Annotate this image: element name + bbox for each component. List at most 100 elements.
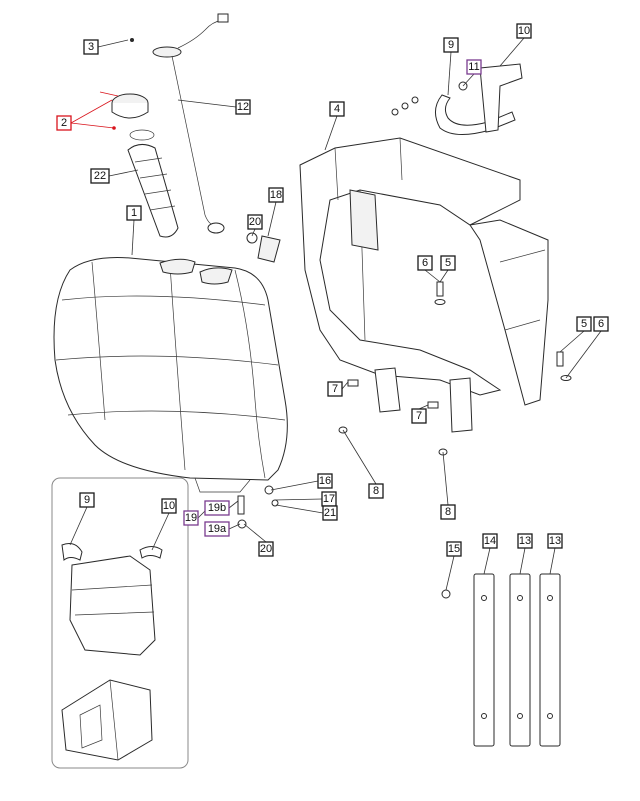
callout-number: 19b [208,502,226,514]
leader-line-11 [462,73,475,87]
callout-22: 22 [90,168,110,184]
leader-line-20 [251,228,256,237]
callout-number: 9 [448,39,454,51]
callout-number: 8 [373,485,379,497]
callout-number: 6 [422,257,428,269]
callout-number: 7 [332,383,338,395]
leader-line-21 [275,504,324,514]
callout-number: 3 [88,41,94,53]
callout-7: 7 [327,381,343,397]
callout-box [183,510,199,526]
leader-line-13 [519,547,526,575]
leader-line-13 [549,547,556,575]
callout-number: 18 [270,189,282,201]
leader-line-5 [439,269,449,283]
rubber-strips [473,573,561,747]
fuel-level-sender [152,13,229,234]
callout-box [443,37,459,53]
leader-line-15 [445,555,455,591]
callout-box [327,381,343,397]
callout-4: 4 [329,101,345,117]
callout-number: 22 [94,170,106,182]
callout-box [204,500,230,516]
leader-line-19b [228,500,239,509]
callout-8: 8 [440,504,456,520]
callout-box [83,39,99,55]
callout-box [56,115,72,131]
callout-number: 16 [319,475,331,487]
callout-19b: 19b [204,500,230,516]
callout-box [322,505,338,521]
leader-line-14 [483,547,491,575]
callout-box [235,99,251,115]
callout-box [258,541,274,557]
callout-box [466,59,482,75]
callout-8: 8 [368,483,384,499]
callout-number: 20 [260,543,272,555]
leader-line-20 [243,523,267,543]
callout-box [204,521,230,537]
leader-line-17 [274,498,323,501]
callout-box [79,492,95,508]
leader-line-22 [108,169,139,177]
callout-box [516,23,532,39]
callout-number: 9 [84,494,90,506]
leader-line-2-secondary [70,122,115,129]
callout-box [517,533,533,549]
callout-number: 20 [249,216,261,228]
leader-line-1 [131,219,135,256]
callout-17: 17 [321,491,337,507]
leader-line-9 [69,506,88,546]
callout-number: 12 [237,101,249,113]
callout-number: 5 [581,318,587,330]
callout-3: 3 [83,39,99,55]
callout-1: 1 [126,205,142,221]
callout-number: 4 [334,103,340,115]
callout-number: 17 [323,493,335,505]
leader-line-3 [97,39,129,48]
callout-box [593,316,609,332]
callout-9: 9 [79,492,95,508]
callout-number: 19 [185,512,197,524]
callout-19: 19 [183,510,199,526]
callout-box [576,316,592,332]
leader-line-10 [151,512,170,551]
callout-box [329,101,345,117]
callout-number: 7 [416,410,422,422]
leader-line-6 [565,330,602,379]
callout-11: 11 [466,59,482,75]
callout-number: 11 [468,61,479,73]
callout-number: 8 [445,506,451,518]
callout-number: 21 [324,507,336,519]
callout-6: 6 [417,255,433,271]
tank-frame [299,96,549,433]
callout-box [126,205,142,221]
callout-number: 13 [519,535,531,547]
callout-box [547,533,563,549]
callout-20: 20 [258,541,274,557]
leader-line-2-tertiary [99,91,119,97]
callout-7: 7 [411,408,427,424]
leader-line-12 [177,99,237,108]
leader-line-8 [442,451,449,506]
callout-number: 19a [208,523,227,535]
leader-line-7 [418,404,429,410]
callout-18: 18 [268,187,284,203]
callout-box [268,187,284,203]
leader-line-10 [499,37,525,67]
callout-number: 1 [131,207,137,219]
leader-line-2 [70,99,113,124]
callout-13: 13 [517,533,533,549]
fuel-cap [111,93,155,141]
callout-2: 2 [56,115,72,131]
callout-5: 5 [576,316,592,332]
callout-box [247,214,263,230]
callout-number: 5 [445,257,451,269]
leader-line-6 [424,269,441,283]
callout-16: 16 [317,473,333,489]
leader-lines [69,37,602,591]
callout-number: 2 [61,117,67,129]
leader-line-19a [228,523,241,530]
